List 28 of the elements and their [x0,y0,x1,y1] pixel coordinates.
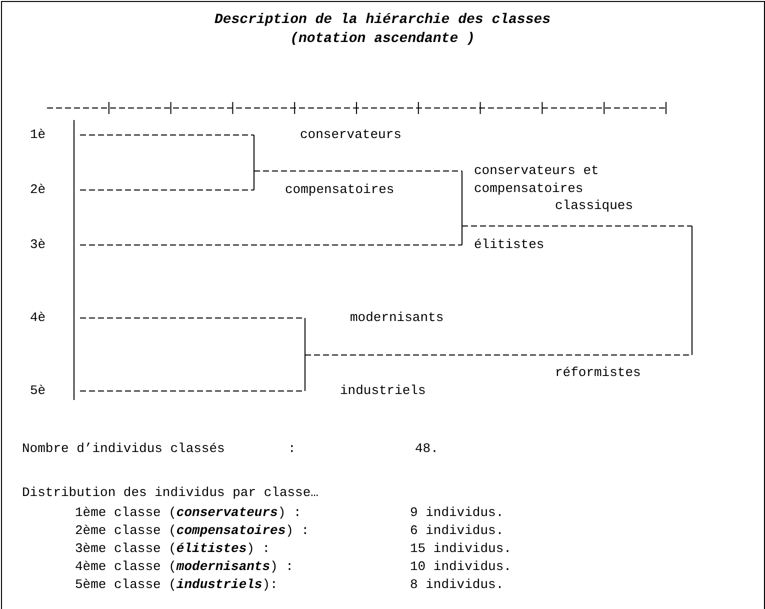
class-label: 3ème classe (élitistes) : [75,540,270,558]
subtitle: (notation ascendante ) [289,30,476,48]
level-label: 2è [30,181,46,199]
class-label: 2ème classe (compensatoires) : [75,522,310,540]
cluster-label: compensatoires [285,181,394,199]
cluster-label: conservateurs [300,126,402,144]
cluster-label: industriels [340,382,426,400]
cluster-label: modernisants [350,309,444,327]
cluster-label: réformistes [555,364,641,382]
class-label: 5ème classe (industriels): [75,576,278,594]
stat-label: Nombre d’individus classés [22,440,225,458]
section-heading: Distribution des individus par classe… [22,484,318,502]
stat-value: 48. [415,440,438,458]
class-count: 9 individus. [410,504,504,522]
level-label: 3è [30,236,46,254]
class-count: 10 individus. [410,558,512,576]
cluster-label: élitistes [474,236,544,254]
cluster-label: classiques [555,197,634,215]
level-label: 5è [30,382,46,400]
class-label: 4ème classe (modernisants) : [75,558,294,576]
class-count: 15 individus. [410,540,512,558]
class-count: 8 individus. [410,576,504,594]
separator: : [288,440,296,458]
class-count: 6 individus. [410,522,504,540]
level-label: 4è [30,309,46,327]
class-label: 1ème classe (conservateurs) : [75,504,302,522]
level-label: 1è [30,126,46,144]
title: Description de la hiérarchie des classes [213,12,552,28]
